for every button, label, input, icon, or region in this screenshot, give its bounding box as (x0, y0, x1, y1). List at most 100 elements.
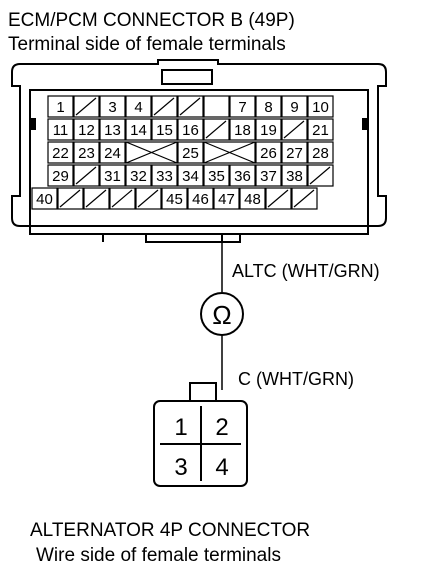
ecm-terminal-45: 45 (161, 187, 188, 210)
ecm-empty-cavity (203, 118, 230, 141)
ecm-empty-cavity (135, 187, 162, 210)
ecm-connector-title: ECM/PCM CONNECTOR B (49P) (8, 10, 295, 31)
ecm-terminal-label: 14 (130, 122, 147, 139)
alternator-connector-subtitle: Wire side of female terminals (36, 545, 281, 566)
ecm-terminal-label: 48 (244, 191, 261, 208)
ecm-empty-cavity (109, 187, 136, 210)
ecm-terminal-28: 28 (307, 141, 334, 164)
ecm-terminal-label: 34 (182, 168, 199, 185)
ecm-terminal-7: 7 (229, 95, 256, 118)
ecm-terminal-label: 9 (290, 99, 298, 116)
ecm-terminal-29: 29 (47, 164, 74, 187)
alternator-latch (189, 382, 217, 402)
ecm-terminal-33: 33 (151, 164, 178, 187)
ecm-terminal-label: 35 (208, 168, 225, 185)
ecm-empty-cavity (57, 187, 84, 210)
ecm-terminal-label: 36 (234, 168, 251, 185)
ecm-terminal-40: 40 (31, 187, 58, 210)
alternator-terminal-1: 1 (174, 414, 187, 441)
ecm-terminal-19: 19 (255, 118, 282, 141)
ecm-terminal-label: 33 (156, 168, 173, 185)
ecm-terminal-label: 8 (264, 99, 272, 116)
ecm-terminal-36: 36 (229, 164, 256, 187)
ecm-connector (11, 59, 387, 243)
ecm-empty-cavity (83, 187, 110, 210)
ecm-blank-cavity (203, 95, 230, 118)
ecm-terminal-label: 31 (104, 168, 121, 185)
ecm-terminal-11: 11 (47, 118, 74, 141)
ecm-terminal-label: 23 (78, 145, 95, 162)
ecm-bottom-key (145, 234, 241, 243)
ecm-terminal-label: 27 (286, 145, 303, 162)
ecm-terminal-25: 25 (177, 141, 204, 164)
ecm-terminal-12: 12 (73, 118, 100, 141)
ecm-terminal-10: 10 (307, 95, 334, 118)
ecm-terminal-label: 24 (104, 145, 121, 162)
ecm-terminal-label: 40 (36, 191, 53, 208)
ecm-terminal-label: 11 (53, 122, 69, 139)
ecm-terminal-13: 13 (99, 118, 126, 141)
ecm-terminal-label: 28 (312, 145, 329, 162)
alternator-terminal-4: 4 (215, 454, 228, 481)
ecm-blocked-cavity-pair (203, 141, 256, 164)
ecm-terminal-47: 47 (213, 187, 240, 210)
ecm-terminal-label: 7 (238, 99, 246, 116)
ecm-terminal-label: 21 (312, 122, 329, 139)
alternator-terminal-2: 2 (215, 414, 228, 441)
ecm-right-lock (362, 118, 369, 130)
ecm-terminal-label: 47 (218, 191, 235, 208)
ecm-terminal-label: 25 (182, 145, 199, 162)
ecm-terminal-label: 10 (312, 99, 329, 116)
ecm-inner-frame (29, 89, 369, 235)
ecm-terminal-46: 46 (187, 187, 214, 210)
alternator-housing (153, 400, 248, 487)
ecm-left-lock (29, 118, 36, 130)
ecm-empty-cavity (177, 95, 204, 118)
ecm-terminal-34: 34 (177, 164, 204, 187)
ecm-connector-subtitle: Terminal side of female terminals (8, 34, 286, 55)
ecm-terminal-31: 31 (99, 164, 126, 187)
ecm-terminal-label: 13 (104, 122, 121, 139)
ecm-empty-cavity (281, 118, 308, 141)
ecm-terminal-8: 8 (255, 95, 282, 118)
ecm-terminal-21: 21 (307, 118, 334, 141)
ecm-terminal-3: 3 (99, 95, 126, 118)
ecm-terminal-label: 12 (78, 122, 95, 139)
alternator-connector-title: ALTERNATOR 4P CONNECTOR (30, 520, 310, 541)
ecm-terminal-15: 15 (151, 118, 178, 141)
ecm-terminal-14: 14 (125, 118, 152, 141)
ecm-terminal-label: 1 (56, 99, 64, 116)
ecm-terminal-label: 26 (260, 145, 277, 162)
ecm-terminal-label: 32 (130, 168, 147, 185)
ecm-outer-housing (11, 59, 387, 227)
ecm-terminal-label: 29 (52, 168, 69, 185)
ecm-terminal-16: 16 (177, 118, 204, 141)
ecm-terminal-23: 23 (73, 141, 100, 164)
ohm-icon: Ω (212, 300, 231, 330)
ecm-terminal-38: 38 (281, 164, 308, 187)
ecm-wire-label: ALTC (WHT/GRN) (232, 261, 380, 281)
ecm-terminal-37: 37 (255, 164, 282, 187)
ecm-terminal-label: 37 (260, 168, 277, 185)
alternator-wire-label: C (WHT/GRN) (238, 369, 354, 389)
ecm-empty-cavity (73, 164, 100, 187)
alternator-terminal-3: 3 (174, 454, 187, 481)
ecm-terminal-22: 22 (47, 141, 74, 164)
ecm-terminal-label: 16 (182, 122, 199, 139)
ecm-terminal-label: 38 (286, 168, 303, 185)
ecm-terminal-9: 9 (281, 95, 308, 118)
ecm-terminal-27: 27 (281, 141, 308, 164)
ecm-terminal-label: 3 (108, 99, 116, 116)
ecm-terminal-label: 22 (52, 145, 69, 162)
ecm-terminal-32: 32 (125, 164, 152, 187)
ecm-terminal-26: 26 (255, 141, 282, 164)
ecm-empty-cavity (151, 95, 178, 118)
ecm-terminal-label: 4 (134, 99, 142, 116)
ecm-terminal-4: 4 (125, 95, 152, 118)
ecm-terminal-35: 35 (203, 164, 230, 187)
ecm-terminal-24: 24 (99, 141, 126, 164)
ecm-terminal-label: 45 (166, 191, 183, 208)
ecm-empty-cavity (265, 187, 292, 210)
